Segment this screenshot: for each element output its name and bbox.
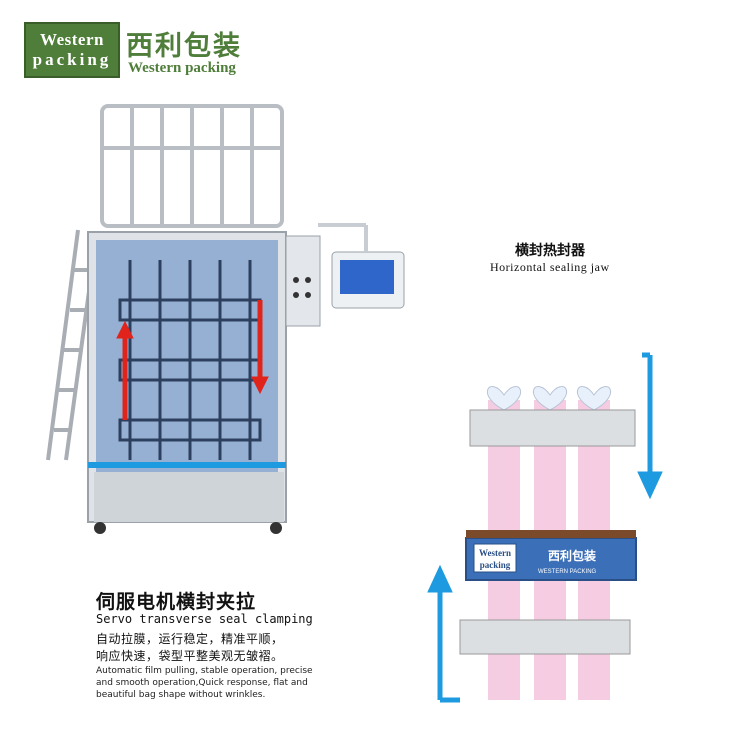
blue-motion-arrows <box>427 352 663 703</box>
sealing-jaw-diagram: Western packing 西利包装 WESTERN PACKING <box>427 352 663 703</box>
upper-jaw-bar <box>469 409 636 447</box>
logo-line-2: packing <box>32 50 112 69</box>
machine-base <box>94 472 284 522</box>
jaw-title-cn: 横封热封器 <box>515 243 585 259</box>
servo-title-en: Servo transverse seal clamping <box>96 612 313 626</box>
servo-desc-en-1: Automatic film pulling, stable operation… <box>96 666 313 676</box>
logo-line-1: Western <box>40 30 104 49</box>
control-panel <box>285 223 405 327</box>
heart-shapes <box>486 386 612 411</box>
sealing-plate-edge <box>466 530 636 538</box>
inner-mechanism <box>118 260 262 460</box>
plate-badge-line-2: packing <box>480 560 511 570</box>
servo-desc-en-2: and smooth operation,Quick response, fla… <box>96 678 308 688</box>
servo-title-cn: 伺服电机横封夹拉 <box>96 591 257 613</box>
brand-name-cn: 西利包装 <box>126 31 242 62</box>
servo-desc-cn-1: 自动拉膜，运行稳定，精准平顺， <box>96 632 284 646</box>
plate-brand-cn: 西利包装 <box>548 548 596 563</box>
brand-logo-badge: Western packing <box>24 22 120 78</box>
motion-arrows <box>116 300 269 420</box>
plate-badge-line-1: Western <box>479 548 511 558</box>
lower-jaw-bar <box>459 619 631 655</box>
servo-desc-cn-2: 响应快速，袋型平整美观无皱褶。 <box>96 649 284 663</box>
plate-brand-en: WESTERN PACKING <box>538 569 597 575</box>
brand-name-en: Western packing <box>128 60 236 76</box>
blue-trim <box>88 462 286 468</box>
top-railing-cage <box>100 104 284 228</box>
servo-desc-en-3: beautiful bag shape without wrinkles. <box>96 690 266 700</box>
packing-machine-illustration <box>46 104 405 534</box>
plate-badge <box>473 543 517 573</box>
jaw-title-en: Horizontal sealing jaw <box>490 260 610 274</box>
